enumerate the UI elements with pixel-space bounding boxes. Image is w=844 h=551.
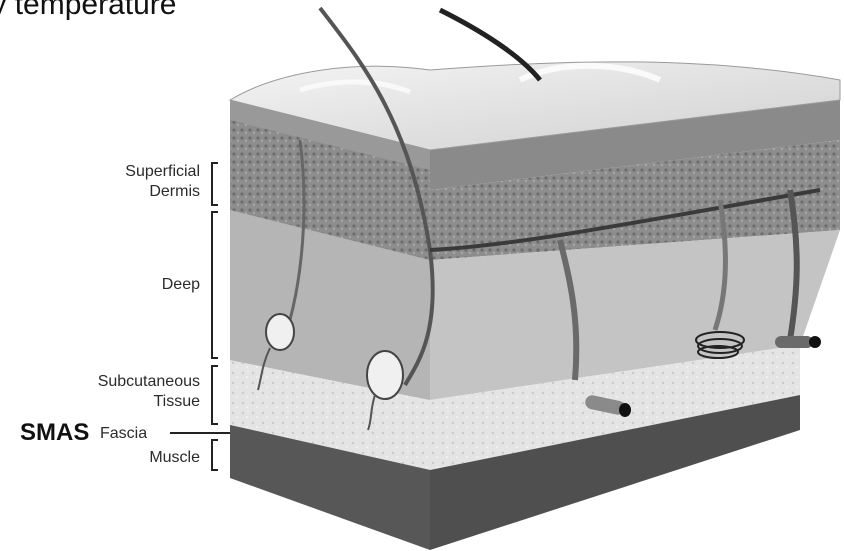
bracket-superficial: [212, 163, 218, 205]
bracket-muscle: [212, 440, 218, 470]
vessel-stub-1: [775, 336, 813, 348]
label-brackets: [170, 163, 232, 470]
bracket-subcutaneous: [212, 366, 218, 424]
hair-follicle-bulb-1: [367, 351, 403, 399]
hair-follicle-bulb-2: [266, 314, 294, 350]
bracket-deep: [212, 212, 218, 358]
